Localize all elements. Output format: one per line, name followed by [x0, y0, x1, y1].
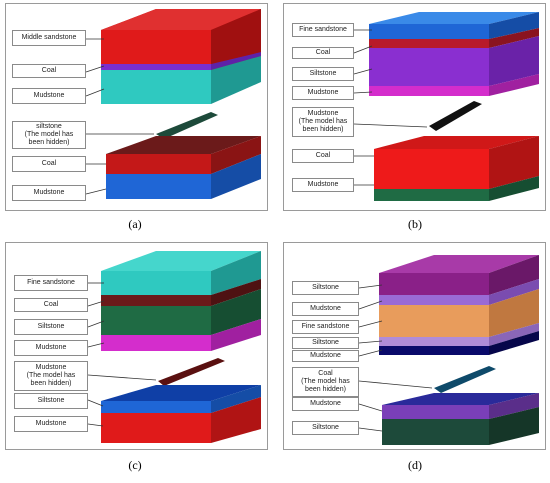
caption-b: (b): [408, 217, 422, 231]
panel-b: Fine sandstone Coal Siltstone Mudstone M…: [283, 3, 546, 211]
label-coal-lower: Coal: [292, 149, 354, 163]
model-diagram-c: [87, 251, 261, 443]
label-mudstone: Mudstone: [292, 86, 354, 100]
panel-a: Middle sandstone Coal Mudstone siltstone…: [5, 3, 268, 211]
label-mudstone-lower: Mudstone: [292, 178, 354, 192]
label-siltstone-lower: Siltstone: [14, 393, 88, 409]
label-coal: Coal: [292, 47, 354, 59]
label-coal: Coal: [12, 64, 86, 78]
label-fine-sandstone: Fine sandstone: [292, 23, 354, 37]
label-siltstone: Siltstone: [292, 281, 359, 295]
caption-a: (a): [128, 217, 142, 231]
caption-d: (d): [408, 458, 422, 472]
model-diagram-a: [85, 9, 261, 199]
caption-c: (c): [128, 458, 142, 472]
label-mudstone-hidden: Mudstone (The model has been hidden): [292, 107, 354, 137]
panel-d: Siltstone Mudstone Fine sandstone Siltst…: [283, 242, 546, 450]
label-mudstone-lower: Mudstone: [292, 397, 359, 411]
label-mudstone: Mudstone: [292, 302, 359, 316]
label-middle-sandstone: Middle sandstone: [12, 30, 86, 46]
label-coal-hidden: Coal (The model has been hidden): [292, 367, 359, 397]
label-siltstone-thin: Siltstone: [292, 337, 359, 349]
label-mudstone-lower: Mudstone: [14, 416, 88, 432]
label-mudstone-hidden: Mudstone (The model has been hidden): [14, 361, 88, 391]
model-diagram-b: [353, 12, 539, 201]
label-mudstone: Mudstone: [14, 340, 88, 356]
model-diagram-d: [358, 255, 539, 445]
label-fine-sandstone: Fine sandstone: [14, 275, 88, 291]
label-siltstone: Siltstone: [292, 67, 354, 81]
label-siltstone-lower: Siltstone: [292, 421, 359, 435]
label-mudstone-lower: Mudstone: [12, 185, 86, 201]
label-mudstone: Mudstone: [12, 88, 86, 104]
label-mudstone-thin: Mudstone: [292, 350, 359, 362]
label-fine-sandstone: Fine sandstone: [292, 320, 359, 334]
label-coal: Coal: [14, 298, 88, 312]
panel-c: Fine sandstone Coal Siltstone Mudstone M…: [5, 242, 268, 450]
label-siltstone: Siltstone: [14, 319, 88, 335]
label-coal-lower: Coal: [12, 156, 86, 172]
label-siltstone-hidden: siltstone (The model has been hidden): [12, 121, 86, 149]
